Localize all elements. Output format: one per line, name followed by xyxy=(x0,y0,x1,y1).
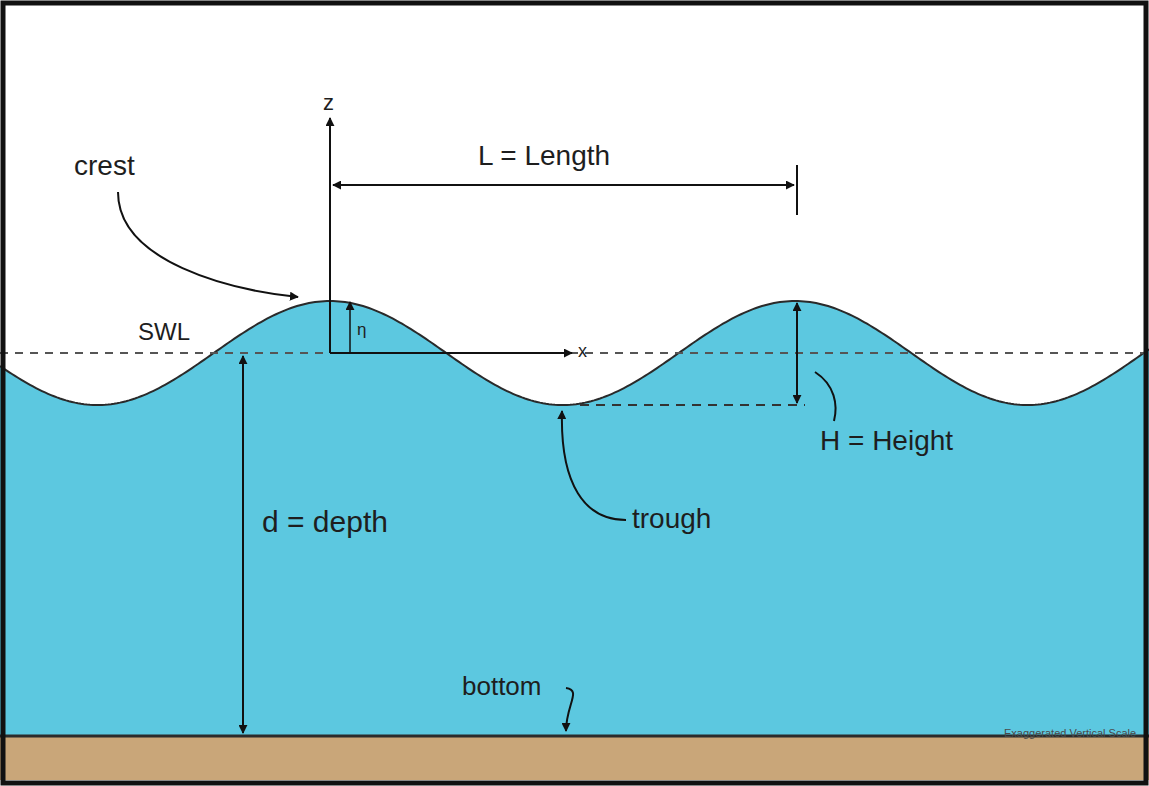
axis-label: x xyxy=(578,341,587,362)
part-label: SWL xyxy=(138,318,190,346)
part-label: bottom xyxy=(462,672,542,702)
part-label: crest xyxy=(74,150,135,182)
dimension-label: d = depth xyxy=(262,505,388,540)
crest-leader xyxy=(118,192,298,297)
bottom-leader xyxy=(566,688,573,731)
length-tick xyxy=(796,165,798,215)
eta-arrow xyxy=(349,302,351,353)
x-axis xyxy=(330,352,572,354)
part-label: trough xyxy=(632,503,711,535)
wave-surface xyxy=(0,301,1149,405)
symbol-label: η xyxy=(357,320,366,340)
depth-arrow xyxy=(242,356,244,733)
dimension-label: L = Length xyxy=(478,140,610,172)
height-arrow xyxy=(796,303,798,403)
trough-level-line xyxy=(580,404,805,406)
water-body xyxy=(0,301,1149,736)
height-leader xyxy=(815,372,836,421)
axis-label: z xyxy=(323,90,334,115)
bottom-line xyxy=(0,735,1149,738)
dimension-label: H = Height xyxy=(820,425,953,457)
scale-note: Exaggerated Vertical Scale xyxy=(1004,727,1136,740)
sea-bottom xyxy=(0,735,1149,780)
frame xyxy=(3,3,1146,783)
trough-leader xyxy=(562,411,626,520)
still-water-line xyxy=(0,352,1149,354)
z-axis xyxy=(329,118,331,353)
length-arrow xyxy=(333,184,794,186)
